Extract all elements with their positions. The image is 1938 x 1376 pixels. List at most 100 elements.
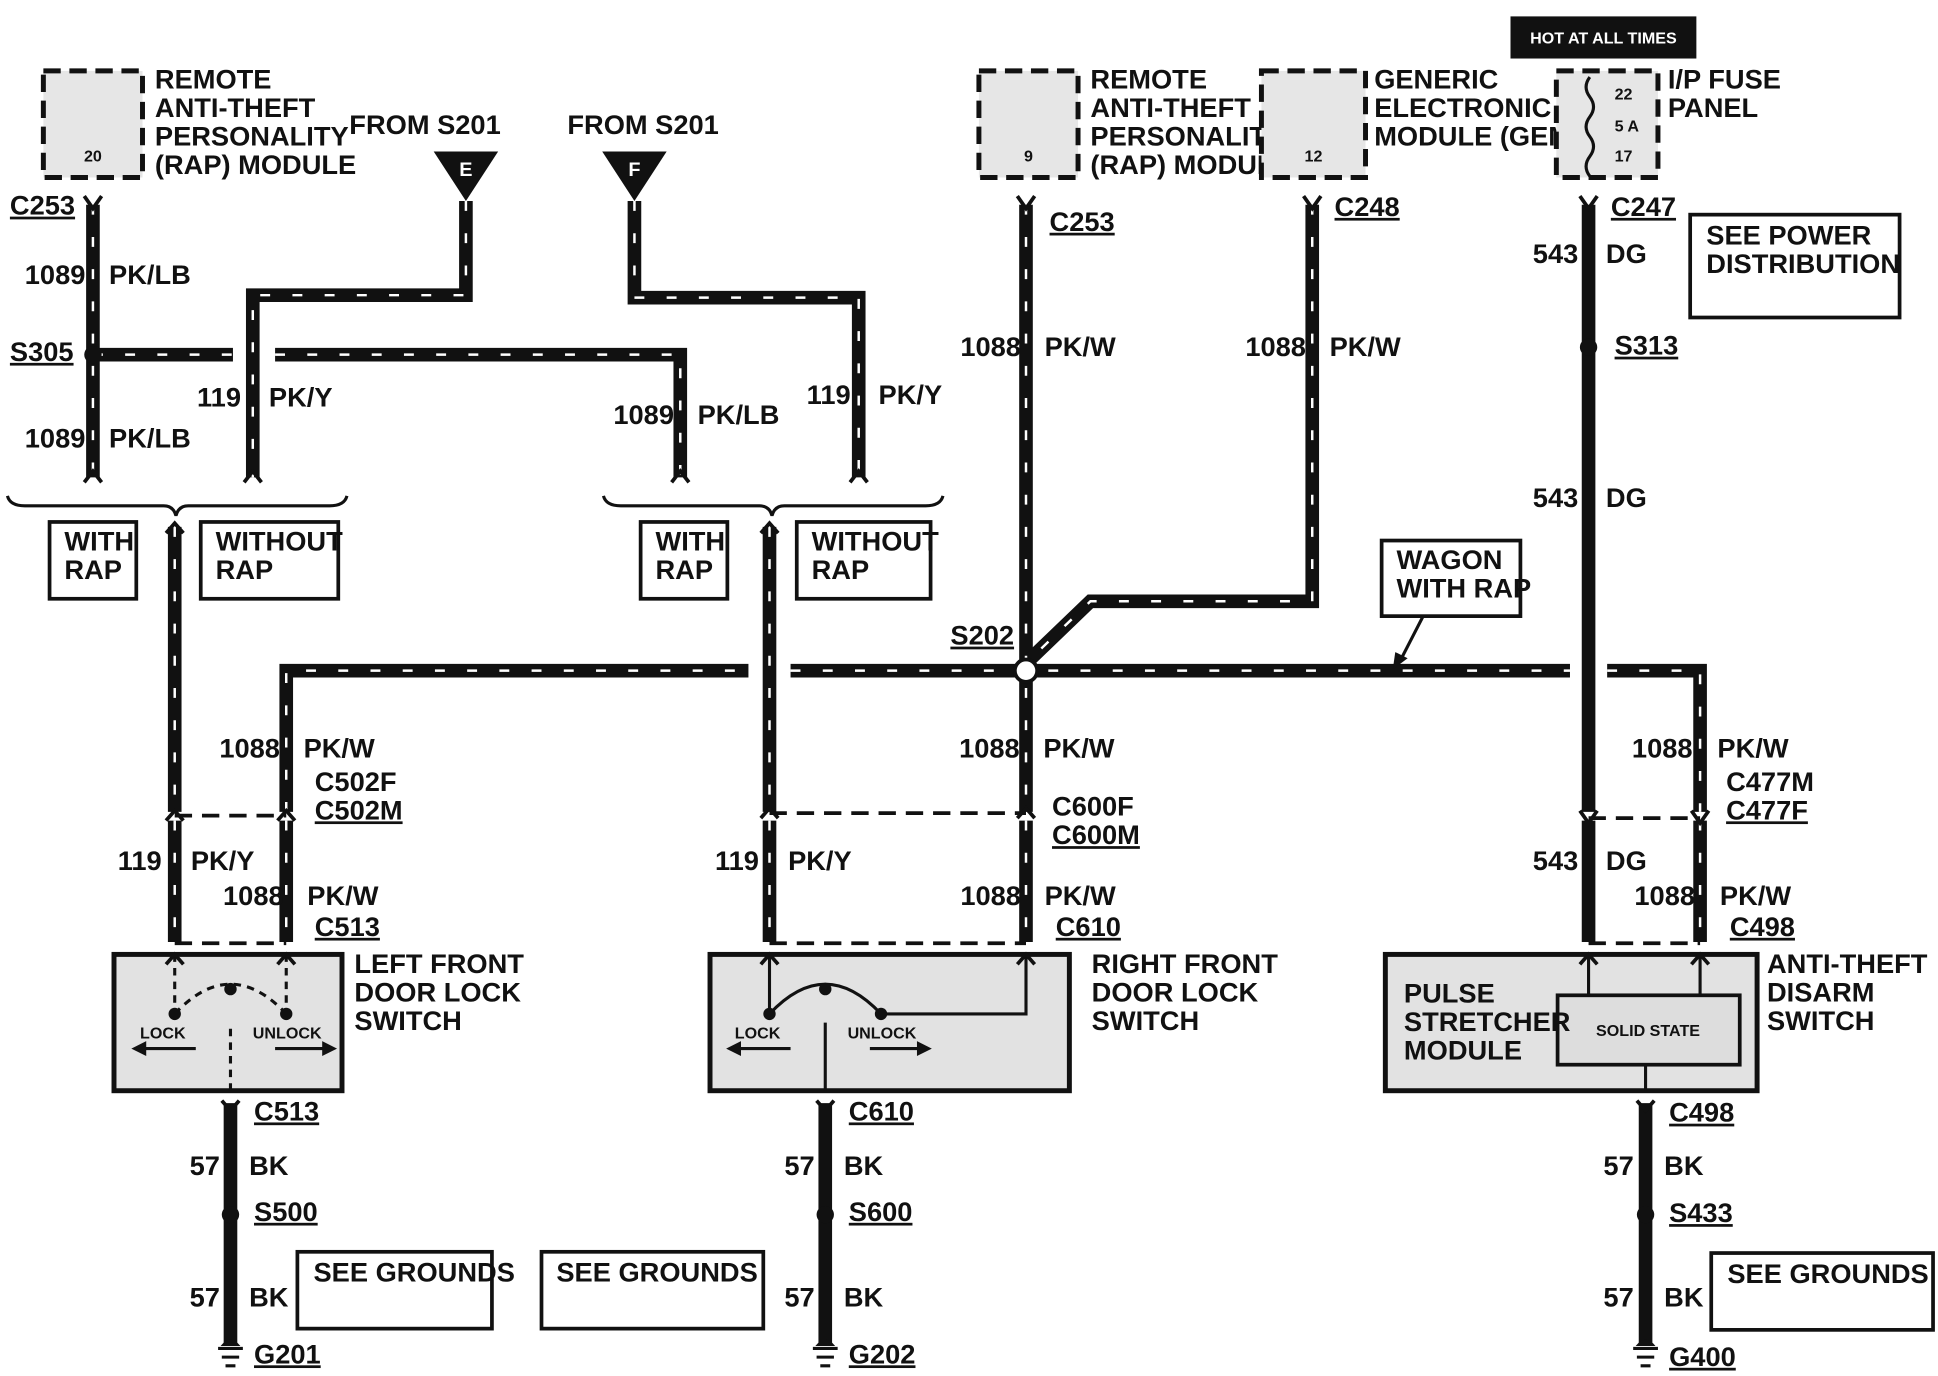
color-pkw-g: PK/W [1045,880,1116,911]
lf-lock-contact [168,1007,181,1021]
option-bracket-left [5,495,349,517]
circuit-543-b: 543 [1533,482,1578,513]
rf-door-lock-switch-box [707,951,1072,1094]
gem-line-3: MODULE (GEM) [1374,120,1580,151]
from-s201-f-label: FROM S201 [567,109,718,140]
splice-s433-dot [1636,1205,1655,1224]
c477m-label: C477M [1726,766,1814,797]
see-power-distribution-box [1688,212,1902,320]
splice-s305-dot [84,346,102,364]
color-pky-a: PK/Y [269,382,333,413]
lf-door-lock-switch-box [111,951,345,1094]
rf-switch-contacts [767,954,1028,1091]
c513-top-label: C513 [315,911,380,942]
disarm-line-1: ANTI-THEFT [1767,948,1928,979]
from-s201-e-label: FROM S201 [349,109,500,140]
color-bk-a: BK [249,1150,289,1181]
color-bk-f: BK [1664,1281,1704,1312]
lf-line-2: DOOR LOCK [354,976,521,1007]
connector-e-triangle [433,151,499,202]
rap-left-line-2: ANTI-THEFT [155,92,316,123]
wagon-line-2: WITH RAP [1396,573,1531,604]
splice-s600-dot [816,1205,834,1224]
fuse-rating: 5 A [1615,118,1640,136]
c253-left-label: C253 [10,190,75,221]
circuit-57-f: 57 [1603,1281,1633,1312]
without-rap-mid-box [794,520,933,601]
connector-f-letter: F [628,159,640,181]
pulse-line-1: PULSE [1404,978,1495,1009]
s500-label: S500 [254,1196,318,1227]
rap-right-pin: 9 [1024,147,1033,165]
gem-module-box [1258,68,1368,180]
color-bk-b: BK [249,1281,289,1312]
see-grounds-box-1 [295,1249,494,1331]
color-dg-b: DG [1606,482,1647,513]
rf-switch-label: RIGHT FRONT DOOR LOCK SWITCH [1092,948,1279,1036]
lf-switch-contacts [173,954,288,1091]
lf-common-contact [224,982,237,996]
c513-bottom-label: C513 [254,1095,319,1126]
color-bk-c: BK [844,1150,884,1181]
connector-e-letter: E [459,159,472,181]
rf-unlock-label: UNLOCK [848,1025,917,1043]
without-rap-mid-line-1: WITHOUT [812,525,939,556]
wagon-arrowhead-icon [1392,652,1408,670]
c502m-label: C502M [315,794,403,825]
with-rap-left-line-2: RAP [64,554,122,585]
color-pky-c: PK/Y [191,845,255,876]
see-power-line-1: SEE POWER [1706,219,1871,250]
without-rap-left-box [198,520,341,601]
hot-at-all-times-label: HOT AT ALL TIMES [1530,30,1677,48]
disarm-line-3: SWITCH [1767,1005,1874,1036]
rap-right-line-4: (RAP) MODULE [1090,149,1291,180]
rf-line-2: DOOR LOCK [1092,976,1259,1007]
without-rap-left-line-1: WITHOUT [216,525,343,556]
rap-right-line-1: REMOTE [1090,63,1207,94]
splice-labels: S305 S202 S313 S500 S600 S433 [10,330,1733,1228]
rf-lock-arrowhead-icon [726,1041,741,1057]
see-grounds-label-1: SEE GROUNDS [314,1257,515,1288]
color-bk-d: BK [844,1281,884,1312]
with-rap-mid-box [638,520,730,601]
lf-line-1: LEFT FRONT [354,948,524,979]
c498-top-label: C498 [1730,911,1795,942]
without-rap-left-line-2: RAP [216,554,274,585]
c477f-label: C477F [1726,794,1808,825]
circuit-1088-g: 1088 [960,880,1021,911]
lf-lock-label: LOCK [140,1025,186,1043]
circuit-543-a: 543 [1533,238,1578,269]
fuse-line-1: I/P FUSE [1668,63,1781,94]
color-bk-e: BK [1664,1150,1704,1181]
solid-state-box [1555,993,1742,1067]
color-pklb-c: PK/LB [698,399,780,430]
hot-at-all-times-banner [1510,16,1697,59]
rf-line-1: RIGHT FRONT [1092,948,1279,979]
rap-right-line-2: ANTI-THEFT [1090,92,1251,123]
circuit-57-c: 57 [784,1150,814,1181]
see-grounds-label-3: SEE GROUNDS [1727,1258,1928,1289]
c248-label: C248 [1335,191,1400,222]
circuit-1088-f: 1088 [223,880,284,911]
see-power-line-2: DISTRIBUTION [1706,248,1900,279]
c498-bottom-label: C498 [1669,1097,1734,1128]
rap-right-line-3: PERSONALITY [1090,120,1284,151]
fuse-panel-label: I/P FUSE PANEL [1668,63,1781,123]
splice-s202-dot [1012,657,1040,684]
rf-line-3: SWITCH [1092,1005,1199,1036]
see-grounds-label-2: SEE GROUNDS [556,1257,757,1288]
color-pkw-b: PK/W [1330,331,1401,362]
circuit-1089-b: 1089 [25,423,86,454]
s202-label: S202 [950,620,1014,651]
rap-module-right-box [976,68,1081,180]
see-grounds-box-2 [539,1249,766,1331]
wire-stripes [91,201,1702,943]
gem-line-1: GENERIC [1374,63,1498,94]
color-pkw-a: PK/W [1045,331,1116,362]
color-pky-d: PK/Y [788,845,852,876]
g202-label: G202 [849,1338,916,1369]
lf-line-3: SWITCH [354,1005,461,1036]
disarm-line-2: DISARM [1767,976,1874,1007]
wire-1088-lf-horizontal [279,663,749,812]
